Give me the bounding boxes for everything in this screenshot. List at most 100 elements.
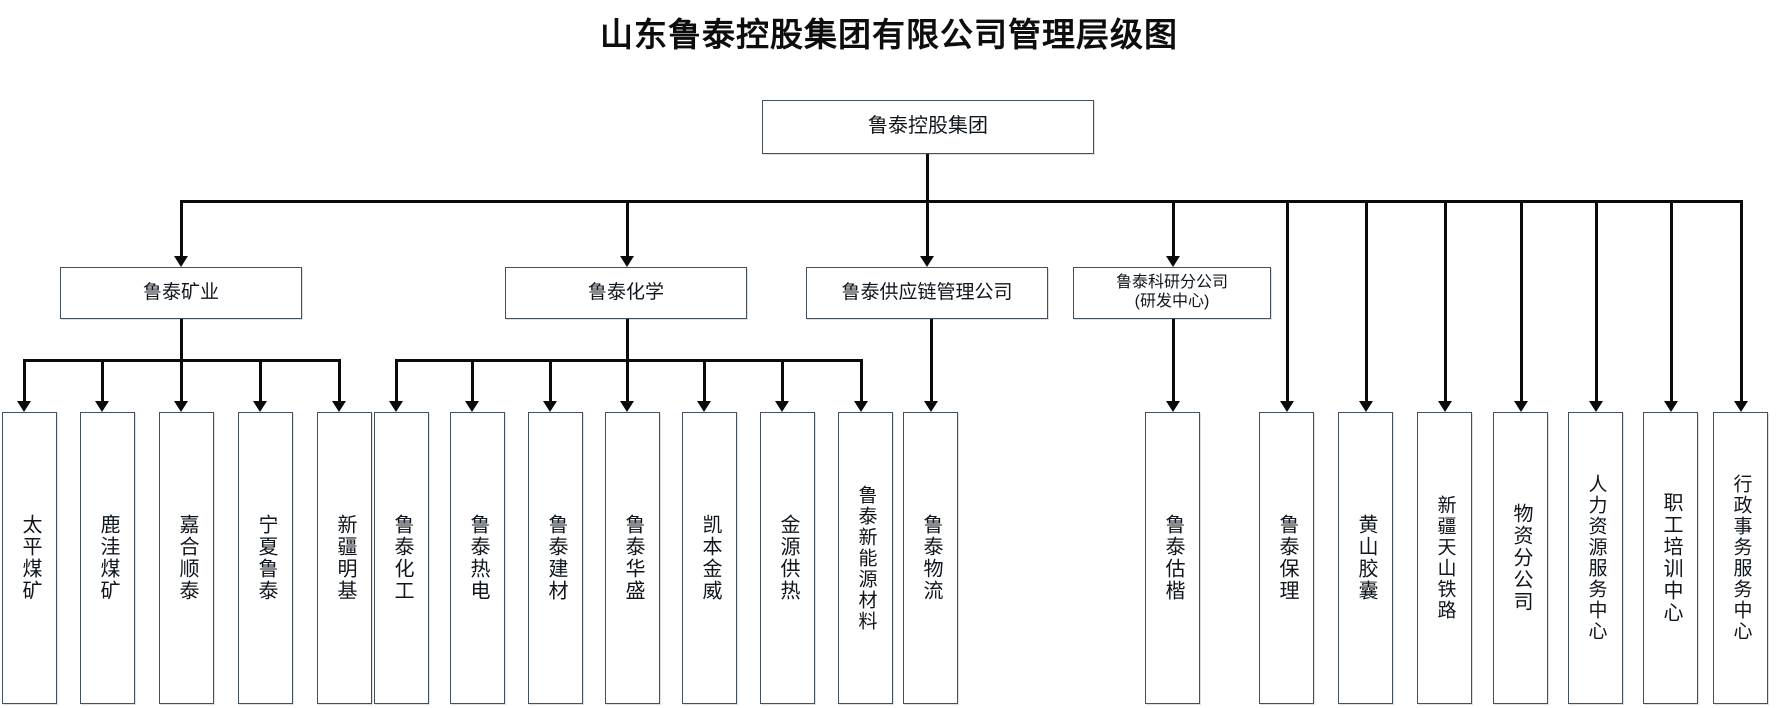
- node-leaf-huangshan-capsule[interactable]: 黄山胶囊: [1338, 412, 1393, 704]
- node-division-supply-label: 鲁泰供应链管理公司: [841, 281, 1013, 303]
- arrowhead-chem-leaf-4: [697, 401, 711, 412]
- node-leaf-xinjiang-mingji[interactable]: 新疆明基: [317, 412, 372, 704]
- connector-direct-1: [1365, 200, 1368, 403]
- arrowhead-direct-2: [1438, 401, 1452, 412]
- node-leaf-label: 鲁泰华盛: [622, 514, 644, 602]
- connector-drop-supply: [926, 200, 929, 258]
- arrowhead-direct-5: [1664, 401, 1678, 412]
- arrowhead-chem-leaf-2: [543, 401, 557, 412]
- connector-chem-leaf-2: [549, 359, 552, 403]
- node-leaf-label: 鲁泰热电: [467, 514, 489, 602]
- arrowhead-rnd: [1166, 256, 1180, 267]
- node-leaf-lutai-new-energy-materials[interactable]: 鲁泰新能源材料: [838, 412, 893, 704]
- arrowhead-mining: [174, 256, 188, 267]
- node-leaf-materials-branch[interactable]: 物资分公司: [1493, 412, 1548, 704]
- node-leaf-label: 鲁泰保理: [1276, 514, 1298, 602]
- node-leaf-label: 新疆明基: [334, 514, 356, 602]
- connector-direct-3: [1520, 200, 1523, 403]
- connector-chem-leaf-5: [781, 359, 784, 403]
- node-leaf-admin-service-center[interactable]: 行政事务服务中心: [1713, 412, 1768, 704]
- arrowhead-chem-leaf-6: [854, 401, 868, 412]
- node-leaf-label: 人力资源服务中心: [1585, 474, 1607, 642]
- arrowhead-chem: [620, 256, 634, 267]
- node-leaf-label: 金源供热: [777, 514, 799, 602]
- node-division-supply[interactable]: 鲁泰供应链管理公司: [806, 267, 1048, 319]
- node-leaf-hr-service-center[interactable]: 人力资源服务中心: [1568, 412, 1623, 704]
- node-leaf-label: 职工培训中心: [1660, 492, 1682, 624]
- node-division-mining[interactable]: 鲁泰矿业: [60, 267, 302, 319]
- node-division-chem[interactable]: 鲁泰化学: [505, 267, 747, 319]
- connector-direct-0: [1286, 200, 1289, 403]
- node-leaf-label: 行政事务服务中心: [1730, 474, 1752, 642]
- arrowhead-supply-leaf-0: [924, 401, 938, 412]
- node-root-label: 鲁泰控股集团: [868, 115, 988, 138]
- node-leaf-label: 嘉合顺泰: [176, 514, 198, 602]
- connector-chem-leaf-6: [860, 359, 863, 403]
- node-leaf-lutai-thermal-power[interactable]: 鲁泰热电: [450, 412, 505, 704]
- connector-drop-mining: [180, 200, 183, 258]
- connector-mining-leaf-3: [259, 359, 262, 403]
- connector-chem-leaf-0: [395, 359, 398, 403]
- connector-chem-leaf-4: [703, 359, 706, 403]
- connector-chem-stem: [626, 319, 629, 361]
- arrowhead-mining-leaf-0: [17, 401, 31, 412]
- node-leaf-label: 太平煤矿: [19, 514, 41, 602]
- connector-chem-leaf-1: [471, 359, 474, 403]
- node-leaf-label: 鹿洼煤矿: [97, 514, 119, 602]
- arrowhead-direct-4: [1589, 401, 1603, 412]
- connector-level2-bus: [180, 200, 1742, 203]
- node-leaf-jinyuan-heating[interactable]: 金源供热: [760, 412, 815, 704]
- node-leaf-lutai-logistics[interactable]: 鲁泰物流: [903, 412, 958, 704]
- node-root[interactable]: 鲁泰控股集团: [762, 100, 1094, 154]
- connector-mining-leaf-0: [23, 359, 26, 403]
- node-leaf-label: 鲁泰估楷: [1162, 514, 1184, 602]
- arrowhead-direct-1: [1359, 401, 1373, 412]
- connector-direct-5: [1670, 200, 1673, 403]
- connector-direct-2: [1444, 200, 1447, 403]
- node-division-rnd-label: 鲁泰科研分公司 (研发中心): [1115, 274, 1228, 310]
- arrowhead-supply: [920, 256, 934, 267]
- connector-mining-stem: [180, 319, 183, 361]
- arrowhead-chem-leaf-3: [620, 401, 634, 412]
- node-leaf-lutai-gukai[interactable]: 鲁泰估楷: [1145, 412, 1200, 704]
- node-leaf-lutai-building-materials[interactable]: 鲁泰建材: [528, 412, 583, 704]
- node-leaf-label: 黄山胶囊: [1355, 514, 1377, 602]
- arrowhead-chem-leaf-5: [775, 401, 789, 412]
- arrowhead-mining-leaf-3: [253, 401, 267, 412]
- node-leaf-label: 宁夏鲁泰: [255, 514, 277, 602]
- arrowhead-mining-leaf-4: [332, 401, 346, 412]
- connector-root-stem: [926, 154, 929, 202]
- node-leaf-xinjiang-tianshan-railway[interactable]: 新疆天山铁路: [1417, 412, 1472, 704]
- arrowhead-chem-leaf-1: [465, 401, 479, 412]
- node-leaf-ningxia-lutai[interactable]: 宁夏鲁泰: [238, 412, 293, 704]
- node-leaf-label: 鲁泰物流: [920, 514, 942, 602]
- node-leaf-kaiben-jinwei[interactable]: 凯本金威: [682, 412, 737, 704]
- node-division-chem-label: 鲁泰化学: [587, 281, 664, 303]
- node-leaf-label: 鲁泰建材: [545, 514, 567, 602]
- node-leaf-lutai-huasheng[interactable]: 鲁泰华盛: [605, 412, 660, 704]
- node-leaf-label: 物资分公司: [1510, 503, 1532, 613]
- page-title: 山东鲁泰控股集团有限公司管理层级图: [600, 16, 1178, 53]
- node-leaf-jiaheshuntai[interactable]: 嘉合顺泰: [159, 412, 214, 704]
- node-division-mining-label: 鲁泰矿业: [142, 281, 219, 303]
- arrowhead-direct-3: [1514, 401, 1528, 412]
- connector-drop-chem: [626, 200, 629, 258]
- arrowhead-direct-0: [1280, 401, 1294, 412]
- node-division-rnd[interactable]: 鲁泰科研分公司 (研发中心): [1073, 267, 1271, 319]
- node-leaf-staff-training-center[interactable]: 职工培训中心: [1643, 412, 1698, 704]
- connector-chem-leaf-3: [626, 359, 629, 403]
- node-leaf-taiping-coal[interactable]: 太平煤矿: [2, 412, 57, 704]
- arrowhead-mining-leaf-2: [174, 401, 188, 412]
- node-leaf-luwa-coal[interactable]: 鹿洼煤矿: [80, 412, 135, 704]
- node-leaf-label: 鲁泰化工: [391, 514, 413, 602]
- arrowhead-rnd-leaf-0: [1166, 401, 1180, 412]
- arrowhead-chem-leaf-0: [389, 401, 403, 412]
- node-leaf-label: 鲁泰新能源材料: [855, 484, 877, 632]
- connector-mining-leaf-4: [338, 359, 341, 403]
- connector-mining-leaf-1: [101, 359, 104, 403]
- connector-rnd-leaf-0: [1172, 319, 1175, 403]
- node-leaf-lutai-factoring[interactable]: 鲁泰保理: [1259, 412, 1314, 704]
- node-leaf-lutai-chemical[interactable]: 鲁泰化工: [374, 412, 429, 704]
- connector-mining-leaf-2: [180, 359, 183, 403]
- connector-drop-rnd: [1172, 200, 1175, 258]
